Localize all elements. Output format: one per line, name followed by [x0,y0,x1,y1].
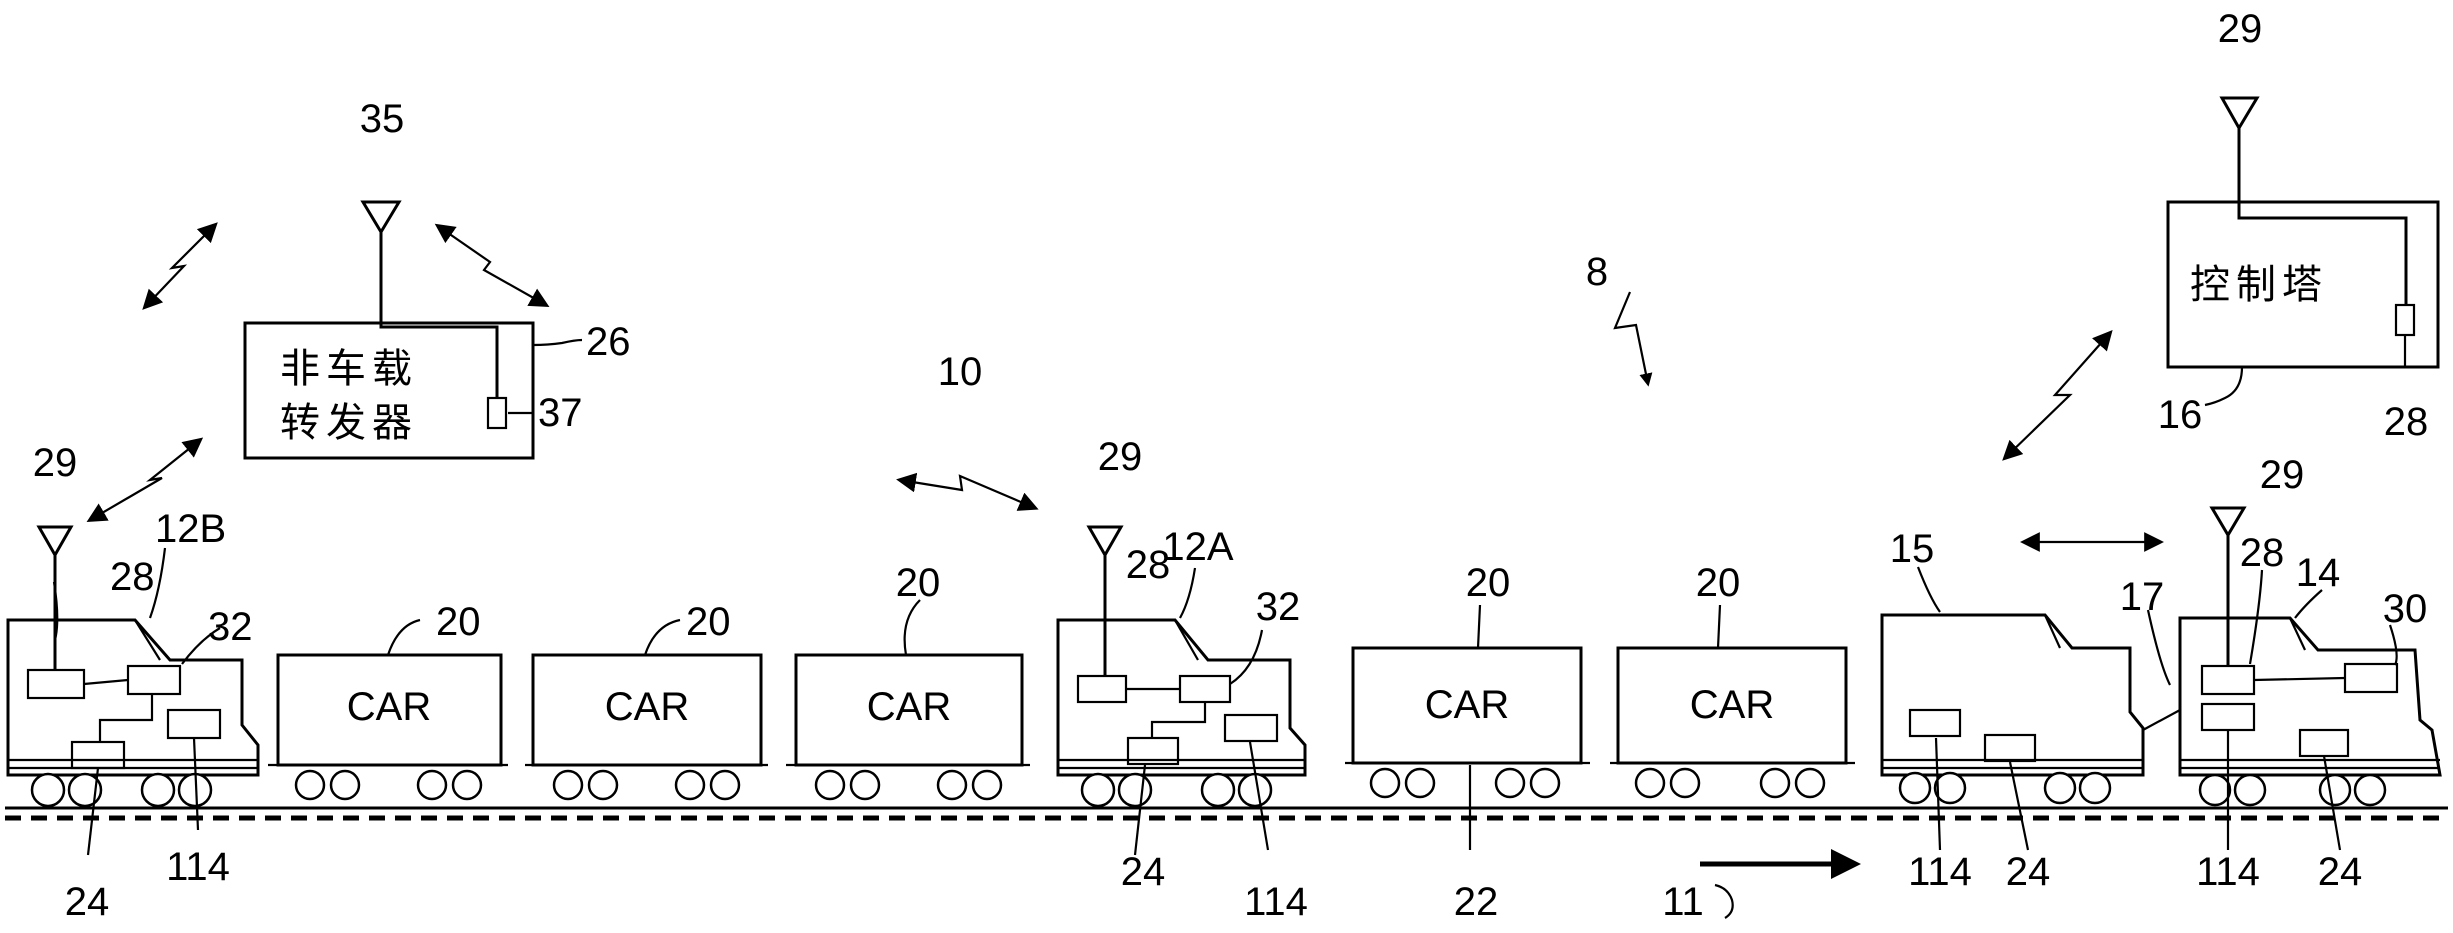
ref-12b: 12B [155,507,226,551]
ref-8: 8 [1586,250,1608,294]
direction-arrow [1700,849,1861,919]
car-4-label: CAR [1425,683,1509,727]
ref-14: 14 [2296,551,2341,595]
ref-20-car2: 20 [686,600,731,644]
ref-29-12a: 29 [1098,435,1143,479]
antenna-icon [2209,506,2247,538]
car-3: CAR [786,599,1030,801]
antenna-icon [1086,525,1124,559]
car-2-label: CAR [605,685,689,729]
car-4: CAR [1345,604,1590,850]
ref-20-car4: 20 [1466,561,1511,605]
track [5,806,2448,821]
car-5-label: CAR [1690,683,1774,727]
antenna-29-tower-feed [2237,128,2408,305]
ref-15: 15 [1890,527,1935,571]
ref-28-14: 28 [2240,531,2285,575]
ref-28-tower: 28 [2384,400,2429,444]
control-tower: 控制塔 [2166,96,2440,407]
ref-11: 11 [1662,880,1704,924]
locomotive-14 [2178,506,2442,851]
car-1: CAR [268,618,508,801]
ref-35: 35 [360,97,405,141]
ref-28-12a: 28 [1126,543,1171,587]
ref-20-car1: 20 [436,600,481,644]
car-1-label: CAR [347,685,431,729]
car-3-label: CAR [867,685,951,729]
ref-22: 22 [1454,880,1499,924]
ref-24-12a: 24 [1121,850,1166,894]
offboard-transponder-label-line1: 非车载 [280,346,418,392]
locomotive-15 [1880,566,2181,851]
ref-26: 26 [586,320,631,364]
antenna-35-feed [379,232,499,398]
ref-114-12b: 114 [166,845,230,889]
ref-114-12a: 114 [1244,880,1308,924]
antenna-icon [2219,96,2260,131]
ref-29-tower: 29 [2218,7,2263,51]
ref-24-15: 24 [2006,850,2051,894]
offboard-transponder: 非车载 转发器 [243,200,583,460]
ref-20-car5: 20 [1696,561,1741,605]
ref-37: 37 [538,391,583,435]
ref-28-12b: 28 [110,555,155,599]
control-tower-label: 控制塔 [2190,262,2328,308]
ref-10: 10 [938,350,983,394]
ref-17: 17 [2120,575,2165,619]
car-2: CAR [525,618,768,801]
ref-114-15: 114 [1908,850,1972,894]
car-5: CAR [1610,604,1855,799]
ref-24-12b: 24 [65,880,110,924]
ref-20-car3: 20 [896,561,941,605]
ref-29-14: 29 [2260,453,2305,497]
ref-32-12a: 32 [1256,585,1301,629]
ref-24-14: 24 [2318,850,2363,894]
wireless-links [86,222,2164,552]
ref-32-12b: 32 [208,605,253,649]
locomotive-12b [6,525,260,856]
ref-30: 30 [2383,587,2428,631]
ref-29-12b: 29 [33,441,78,485]
ref-12a: 12A [1162,525,1233,569]
antenna-icon [36,525,74,559]
reference-numerals: 35 26 37 29 12B 28 32 24 114 20 20 20 10… [33,7,2429,924]
ref-16: 16 [2158,393,2203,437]
offboard-transponder-label-line2: 转发器 [280,400,418,446]
locomotive-12a [1056,525,1307,856]
antenna-35-icon [360,200,402,235]
ref-114-14: 114 [2196,850,2260,894]
